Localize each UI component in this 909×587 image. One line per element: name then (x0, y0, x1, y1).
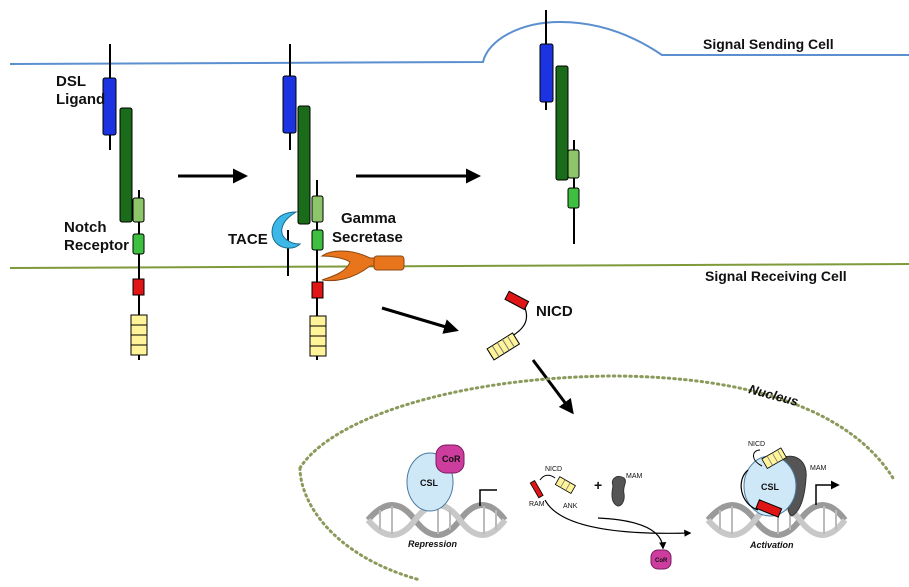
gamma-secretase-enzyme (320, 250, 379, 282)
tace-label: TACE (228, 231, 268, 248)
mam-label: MAM (626, 473, 643, 480)
activation-promoter-arrow (815, 480, 840, 505)
dsl-ligand (102, 77, 117, 136)
notch-receptor-label-2: Receptor (64, 237, 129, 254)
cor-repression-label: CoR (442, 454, 461, 464)
csl-activation-label: CSL (761, 482, 780, 492)
transition-arrow (544, 499, 692, 537)
gamma-secretase-label-2: Secretase (332, 229, 403, 246)
ank-label: ANK (563, 503, 578, 510)
ram-activation (755, 499, 783, 518)
arrow-4 (531, 359, 574, 415)
gamma-secretase-handle (373, 255, 405, 271)
ank-activation (761, 447, 787, 470)
stage-2-complex (282, 44, 327, 360)
gamma-secretase-label-1: Gamma (341, 210, 397, 227)
nicd-red-block (132, 278, 145, 296)
signal-sending-cell-label: Signal Sending Cell (703, 36, 834, 52)
repression-promoter-arrow (479, 489, 497, 506)
arrow-3 (381, 306, 459, 334)
mam-protein (611, 475, 626, 507)
dsl-ligand-label-2: Ligand (56, 91, 105, 108)
stage-3-complex (539, 10, 580, 244)
nuclear-envelope-lower (298, 466, 422, 582)
cor-released-label: CoR (655, 558, 668, 564)
cor-release-arrow (597, 517, 667, 550)
signal-receiving-membrane (9, 263, 909, 269)
signal-receiving-cell-label: Signal Receiving Cell (705, 268, 847, 284)
released-nicd (486, 290, 530, 361)
nucleus-label: Nucleus (747, 381, 800, 409)
cor-repression (435, 444, 465, 474)
notch-extracellular (119, 107, 133, 223)
notch-receptor-label-1: Notch (64, 219, 107, 236)
ram-label: RAM (529, 501, 545, 508)
repression-label: Repression (408, 539, 458, 549)
activation-label: Activation (749, 540, 794, 550)
plus-sign: + (594, 477, 602, 493)
stage-1-complex (102, 44, 148, 360)
signal-sending-membrane (9, 20, 909, 65)
nicd-activation-label: NICD (748, 441, 765, 448)
cor-released (650, 549, 672, 570)
tace-enzyme (271, 211, 302, 249)
nuclear-envelope (298, 374, 895, 480)
ank-domain (554, 476, 576, 495)
csl-repression-label: CSL (420, 478, 439, 488)
nicd-label: NICD (536, 303, 573, 320)
mam-activation-label: MAM (810, 465, 827, 472)
nicd-small-label: NICD (545, 466, 562, 473)
dsl-ligand-label-1: DSL (56, 73, 86, 90)
ram-domain (529, 480, 544, 499)
